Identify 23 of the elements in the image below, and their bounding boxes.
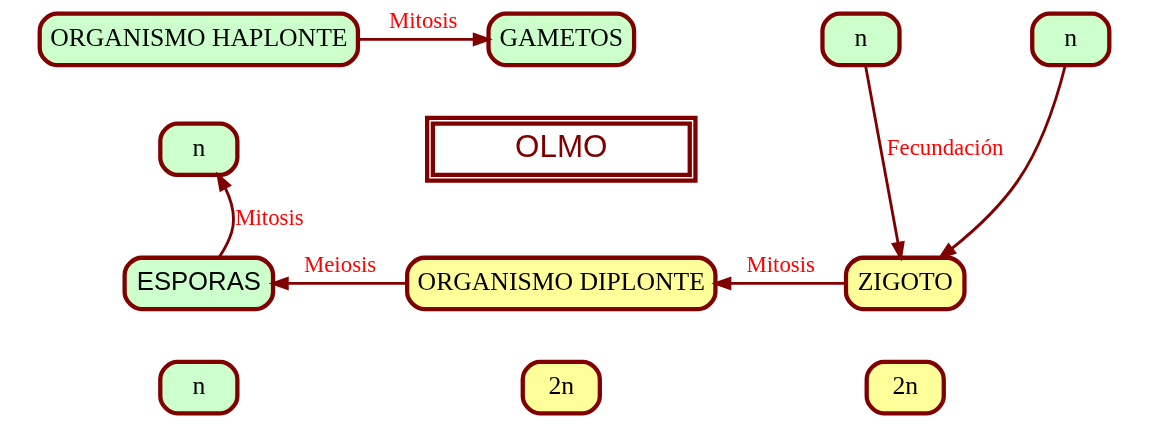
node-box: n	[1030, 11, 1112, 68]
arrow	[215, 171, 235, 259]
node-box: 2n	[520, 359, 602, 416]
edge-label: Fecundación	[886, 134, 1004, 160]
edge-label: Mitosis	[388, 7, 458, 33]
edge-label: Mitosis	[746, 251, 815, 277]
node-box: n	[158, 121, 240, 178]
node-box: GAMETOS	[486, 11, 637, 68]
arrow	[268, 276, 408, 291]
node-box: ZIGOTO	[843, 255, 967, 312]
arrow	[936, 64, 1067, 261]
node-box: n	[820, 11, 902, 68]
node-box: ORGANISMO DIPLONTE	[405, 255, 718, 312]
arrow	[711, 276, 846, 291]
node-box: 2n	[864, 359, 946, 416]
edge-label: Meiosis	[303, 251, 377, 277]
node-box: OLMO	[425, 115, 698, 183]
arrow	[864, 65, 905, 262]
node-box: ESPORAS	[122, 255, 276, 312]
node-box: n	[158, 359, 240, 416]
edge-label: Mitosis	[235, 204, 304, 230]
node-box: ORGANISMO HAPLONTE	[37, 11, 361, 68]
arrow	[358, 32, 493, 47]
